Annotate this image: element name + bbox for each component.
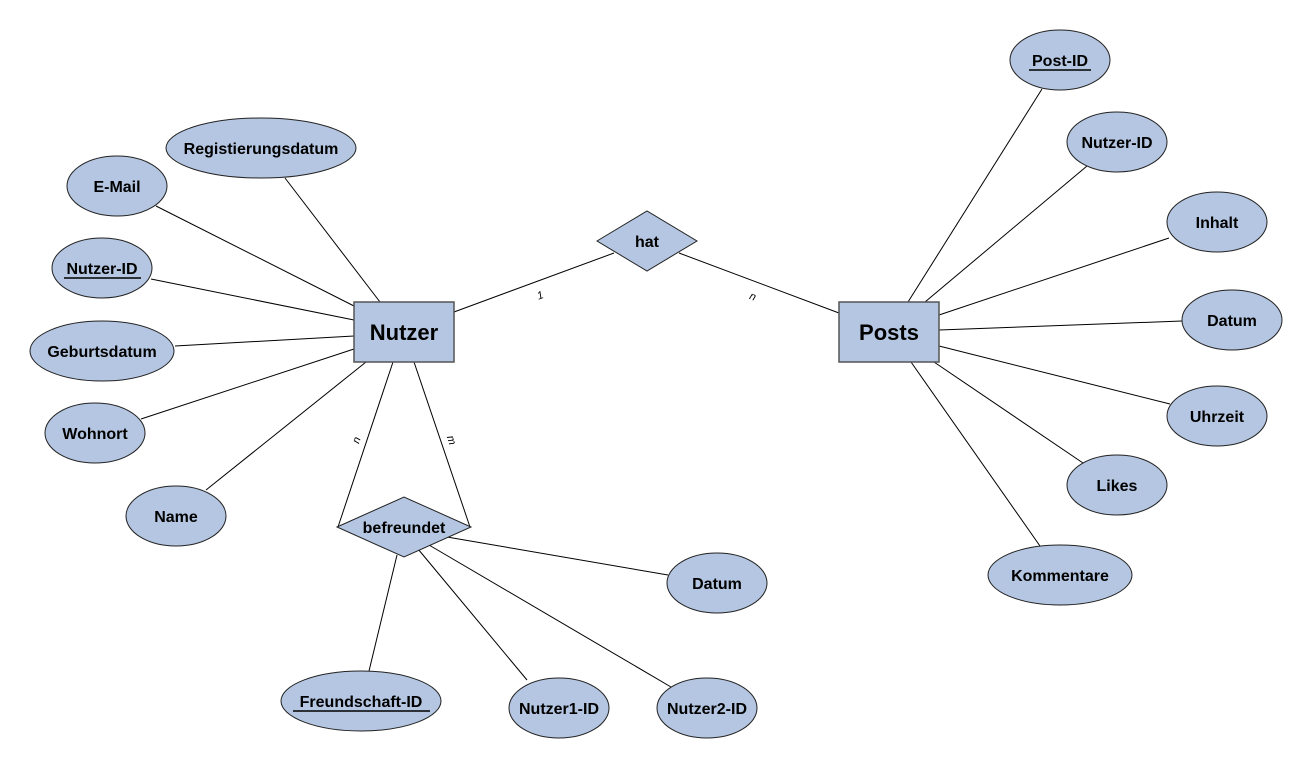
edge-nutzer-wohnort xyxy=(140,348,355,420)
attribute-label: Likes xyxy=(1097,478,1138,495)
attribute-label: Post-ID xyxy=(1032,53,1088,70)
attribute-posts-datum[interactable]: Datum xyxy=(1181,289,1283,351)
edge-nutzer-hat xyxy=(453,252,615,313)
attribute-label: Name xyxy=(154,509,198,526)
attribute-email[interactable]: E-Mail xyxy=(66,155,168,217)
cardinality-hat-nutzer: 1 xyxy=(535,289,545,302)
edge-befreundet-freundschaftid xyxy=(368,554,398,672)
entity-nutzer[interactable]: Nutzer xyxy=(353,301,455,363)
attribute-label: E-Mail xyxy=(93,179,140,196)
edges xyxy=(140,88,1183,688)
attribute-wohnort[interactable]: Wohnort xyxy=(44,402,146,464)
attribute-registierungsdatum[interactable]: Registierungsdatum xyxy=(165,117,357,179)
edge-nutzer-email xyxy=(155,205,355,307)
edge-posts-datum xyxy=(938,320,1183,331)
attribute-label: Kommentare xyxy=(1011,568,1109,585)
attribute-label: Inhalt xyxy=(1196,215,1239,232)
edge-befreundet-nutzer1id xyxy=(417,548,528,681)
edge-hat-posts xyxy=(678,252,840,314)
entity-nutzer-label: Nutzer xyxy=(370,320,439,345)
attribute-kommentare[interactable]: Kommentare xyxy=(987,544,1133,606)
edge-posts-nutzerid xyxy=(924,165,1088,303)
attribute-label: Datum xyxy=(1207,313,1257,330)
edge-befreundet-datum xyxy=(446,536,669,576)
relationship-hat-label: hat xyxy=(635,234,660,251)
cardinality-befreundet-n: n xyxy=(350,436,363,446)
edge-posts-inhalt xyxy=(938,237,1170,316)
attribute-label: Wohnort xyxy=(62,426,128,443)
edge-nutzer-geburtsdatum xyxy=(174,335,355,347)
attribute-post-id-key[interactable]: Post-ID xyxy=(1009,29,1111,91)
edge-nutzer-befreundet-n xyxy=(337,361,394,528)
edge-nutzer-name xyxy=(205,361,367,491)
attribute-nutzer1-id[interactable]: Nutzer1-ID xyxy=(508,677,610,739)
attribute-label: Nutzer-ID xyxy=(1081,135,1152,152)
attribute-label: Nutzer-ID xyxy=(66,261,137,278)
attribute-nutzer2-id[interactable]: Nutzer2-ID xyxy=(656,677,758,739)
attribute-label: Uhrzeit xyxy=(1190,409,1245,426)
attribute-label: Nutzer1-ID xyxy=(519,701,599,718)
attribute-inhalt[interactable]: Inhalt xyxy=(1166,191,1268,253)
attribute-likes[interactable]: Likes xyxy=(1066,454,1168,516)
edge-nutzer-befreundet-m xyxy=(413,361,471,528)
attribute-uhrzeit[interactable]: Uhrzeit xyxy=(1166,385,1268,447)
entity-posts[interactable]: Posts xyxy=(838,301,940,363)
cardinality-befreundet-m: m xyxy=(444,434,458,446)
attribute-label: Nutzer2-ID xyxy=(667,701,747,718)
attribute-freundschaft-id-key[interactable]: Freundschaft-ID xyxy=(280,670,442,732)
attribute-name[interactable]: Name xyxy=(125,485,227,547)
edge-posts-postid xyxy=(907,88,1043,303)
edge-posts-uhrzeit xyxy=(938,345,1171,405)
relationship-befreundet-label: befreundet xyxy=(363,520,446,537)
attribute-nutzer-id-key[interactable]: Nutzer-ID xyxy=(51,237,153,299)
cardinality-hat-posts: n xyxy=(748,290,758,303)
attribute-label: Geburtsdatum xyxy=(47,344,156,361)
attribute-label: Registierungsdatum xyxy=(184,141,339,158)
relationship-hat[interactable]: hat xyxy=(596,210,698,272)
attribute-befreundet-datum[interactable]: Datum xyxy=(666,552,768,614)
relationship-befreundet[interactable]: befreundet xyxy=(335,496,473,558)
attribute-label: Datum xyxy=(692,576,742,593)
entity-posts-label: Posts xyxy=(859,320,919,345)
edge-nutzer-registierungsdatum xyxy=(284,177,381,303)
edge-nutzer-nutzerid xyxy=(150,278,355,321)
edge-posts-kommentare xyxy=(910,361,1041,547)
edge-posts-likes xyxy=(933,361,1084,464)
attribute-geburtsdatum[interactable]: Geburtsdatum xyxy=(29,320,175,382)
attribute-posts-nutzer-id[interactable]: Nutzer-ID xyxy=(1066,111,1168,173)
edge-befreundet-nutzer2id xyxy=(428,544,672,688)
attribute-label: Freundschaft-ID xyxy=(300,694,423,711)
